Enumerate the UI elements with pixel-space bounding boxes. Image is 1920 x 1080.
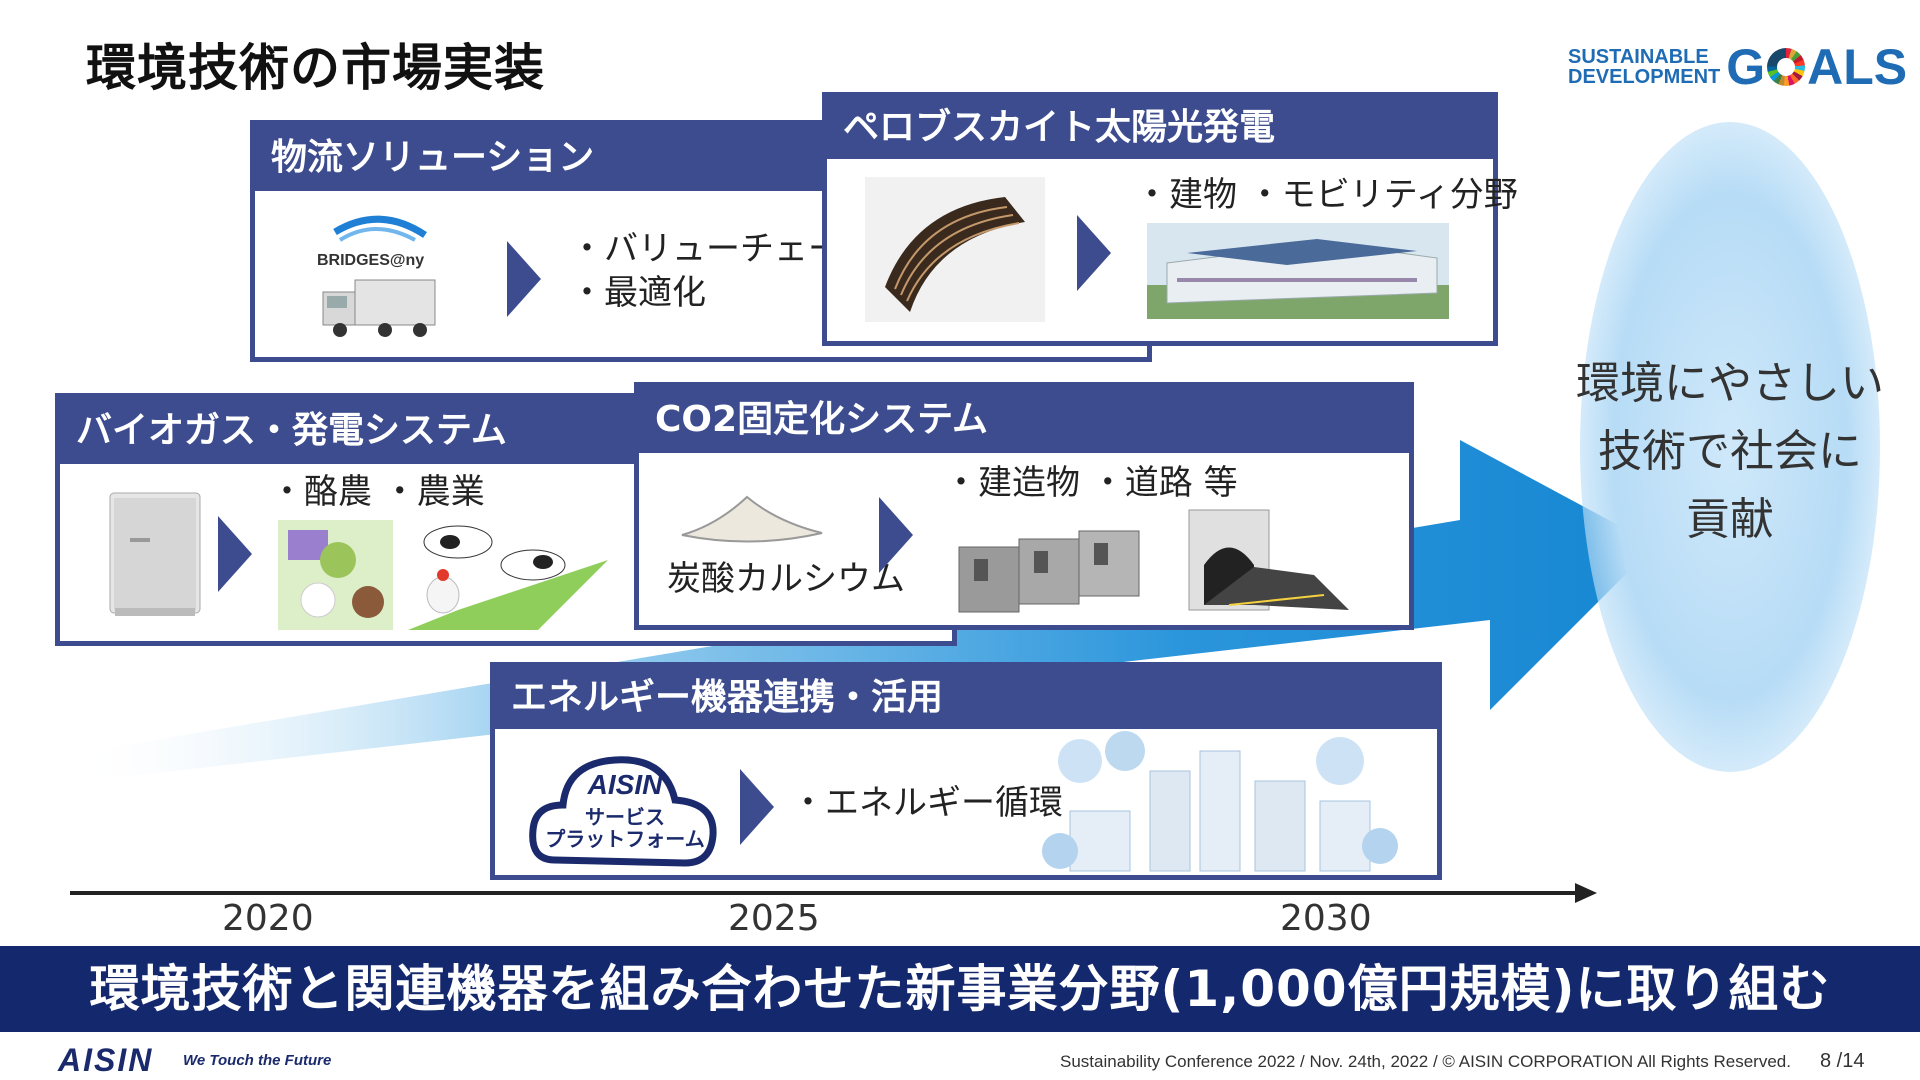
cloud-platform-icon [529,756,717,867]
summary-banner: 環境技術と関連機器を組み合わせた新事業分野(1,000億円規模)に取り組む [0,946,1920,1032]
panel-logistics-title: 物流ソリューション [255,125,825,191]
goal-line-3: 貢献 [1686,494,1774,545]
timeline-arrow-icon [1575,883,1597,903]
co2-line-1: ・建造物 ・道路 等 [944,463,1238,503]
farm-illustration [278,520,608,630]
generator-unit-image [109,492,201,616]
biogas-line-1: ・酪農 ・農業 [270,472,485,512]
page-title: 環境技術の市場実装 [86,39,545,97]
goal-line-2: 技術で社会に [1598,426,1862,477]
arrow-right-icon [740,769,774,845]
cloud-line-1: サービス [585,805,665,829]
cloud-aisin-logo: AISIN [587,769,663,800]
truck-icon: BRIDGES@ny [317,215,436,337]
panel-biogas-title: バイオガス・発電システム [60,398,635,464]
goal-line-1: 環境にやさしい [1576,358,1884,409]
panel-perovskite-title: ペロブスカイト太陽光発電 [827,97,1493,159]
year-2030: 2030 [1280,898,1372,939]
arrow-right-icon [507,241,541,317]
aisin-logo: AISIN [58,1042,154,1078]
arrow-right-icon [879,497,913,573]
year-2020: 2020 [222,898,314,939]
sdg-logo: SUSTAINABLE DEVELOPMENT G ALS [1568,38,1907,96]
sdg-wheel-icon [1767,48,1806,86]
timeline-axis [70,891,1580,895]
panel-perovskite: ペロブスカイト太陽光発電 ・建物 ・モビリティ分野 [822,92,1518,346]
cloud-line-2: プラットフォーム [545,827,705,851]
panel-co2-title: CO2固定化システム [639,387,1409,453]
city-illustration [1042,731,1398,872]
logistics-line-2: ・最適化 [570,273,706,313]
panel-energy: エネルギー機器連携・活用 AISIN サービス プラットフォーム ・エネルギー循… [490,662,1442,880]
co2-caption: 炭酸カルシウム [667,559,905,599]
solar-film-image [865,177,1045,322]
sdg-line-1: SUSTAINABLE [1568,46,1709,68]
copyright-text: Sustainability Conference 2022 / Nov. 24… [1060,1052,1791,1071]
goal-text: 環境にやさしい 技術で社会に 貢献 [1570,350,1890,554]
energy-line-1: ・エネルギー循環 [791,783,1063,823]
panel-energy-title: エネルギー機器連携・活用 [495,667,1437,729]
bridges-logo-text: BRIDGES@ny [317,252,424,269]
year-2025: 2025 [728,898,820,939]
sdg-line-2: DEVELOPMENT [1568,66,1721,88]
sdg-goals-g: G [1726,39,1766,95]
arrow-right-icon [1077,215,1111,291]
perovskite-line-1: ・建物 ・モビリティ分野 [1135,175,1518,215]
powder-pile-image [681,495,823,543]
concrete-block-image [958,530,1140,613]
sdg-goals-rest: ALS [1807,39,1908,95]
goal-oval [1580,122,1880,772]
arrow-right-icon [218,516,252,592]
panel-co2: CO2固定化システム 炭酸カルシウム ・建造物 ・道路 等 [634,382,1414,630]
factory-building-image [1147,223,1449,319]
tunnel-image [1188,509,1349,611]
aisin-tagline: We Touch the Future [183,1052,332,1069]
page-number: 8 /14 [1820,1050,1865,1072]
